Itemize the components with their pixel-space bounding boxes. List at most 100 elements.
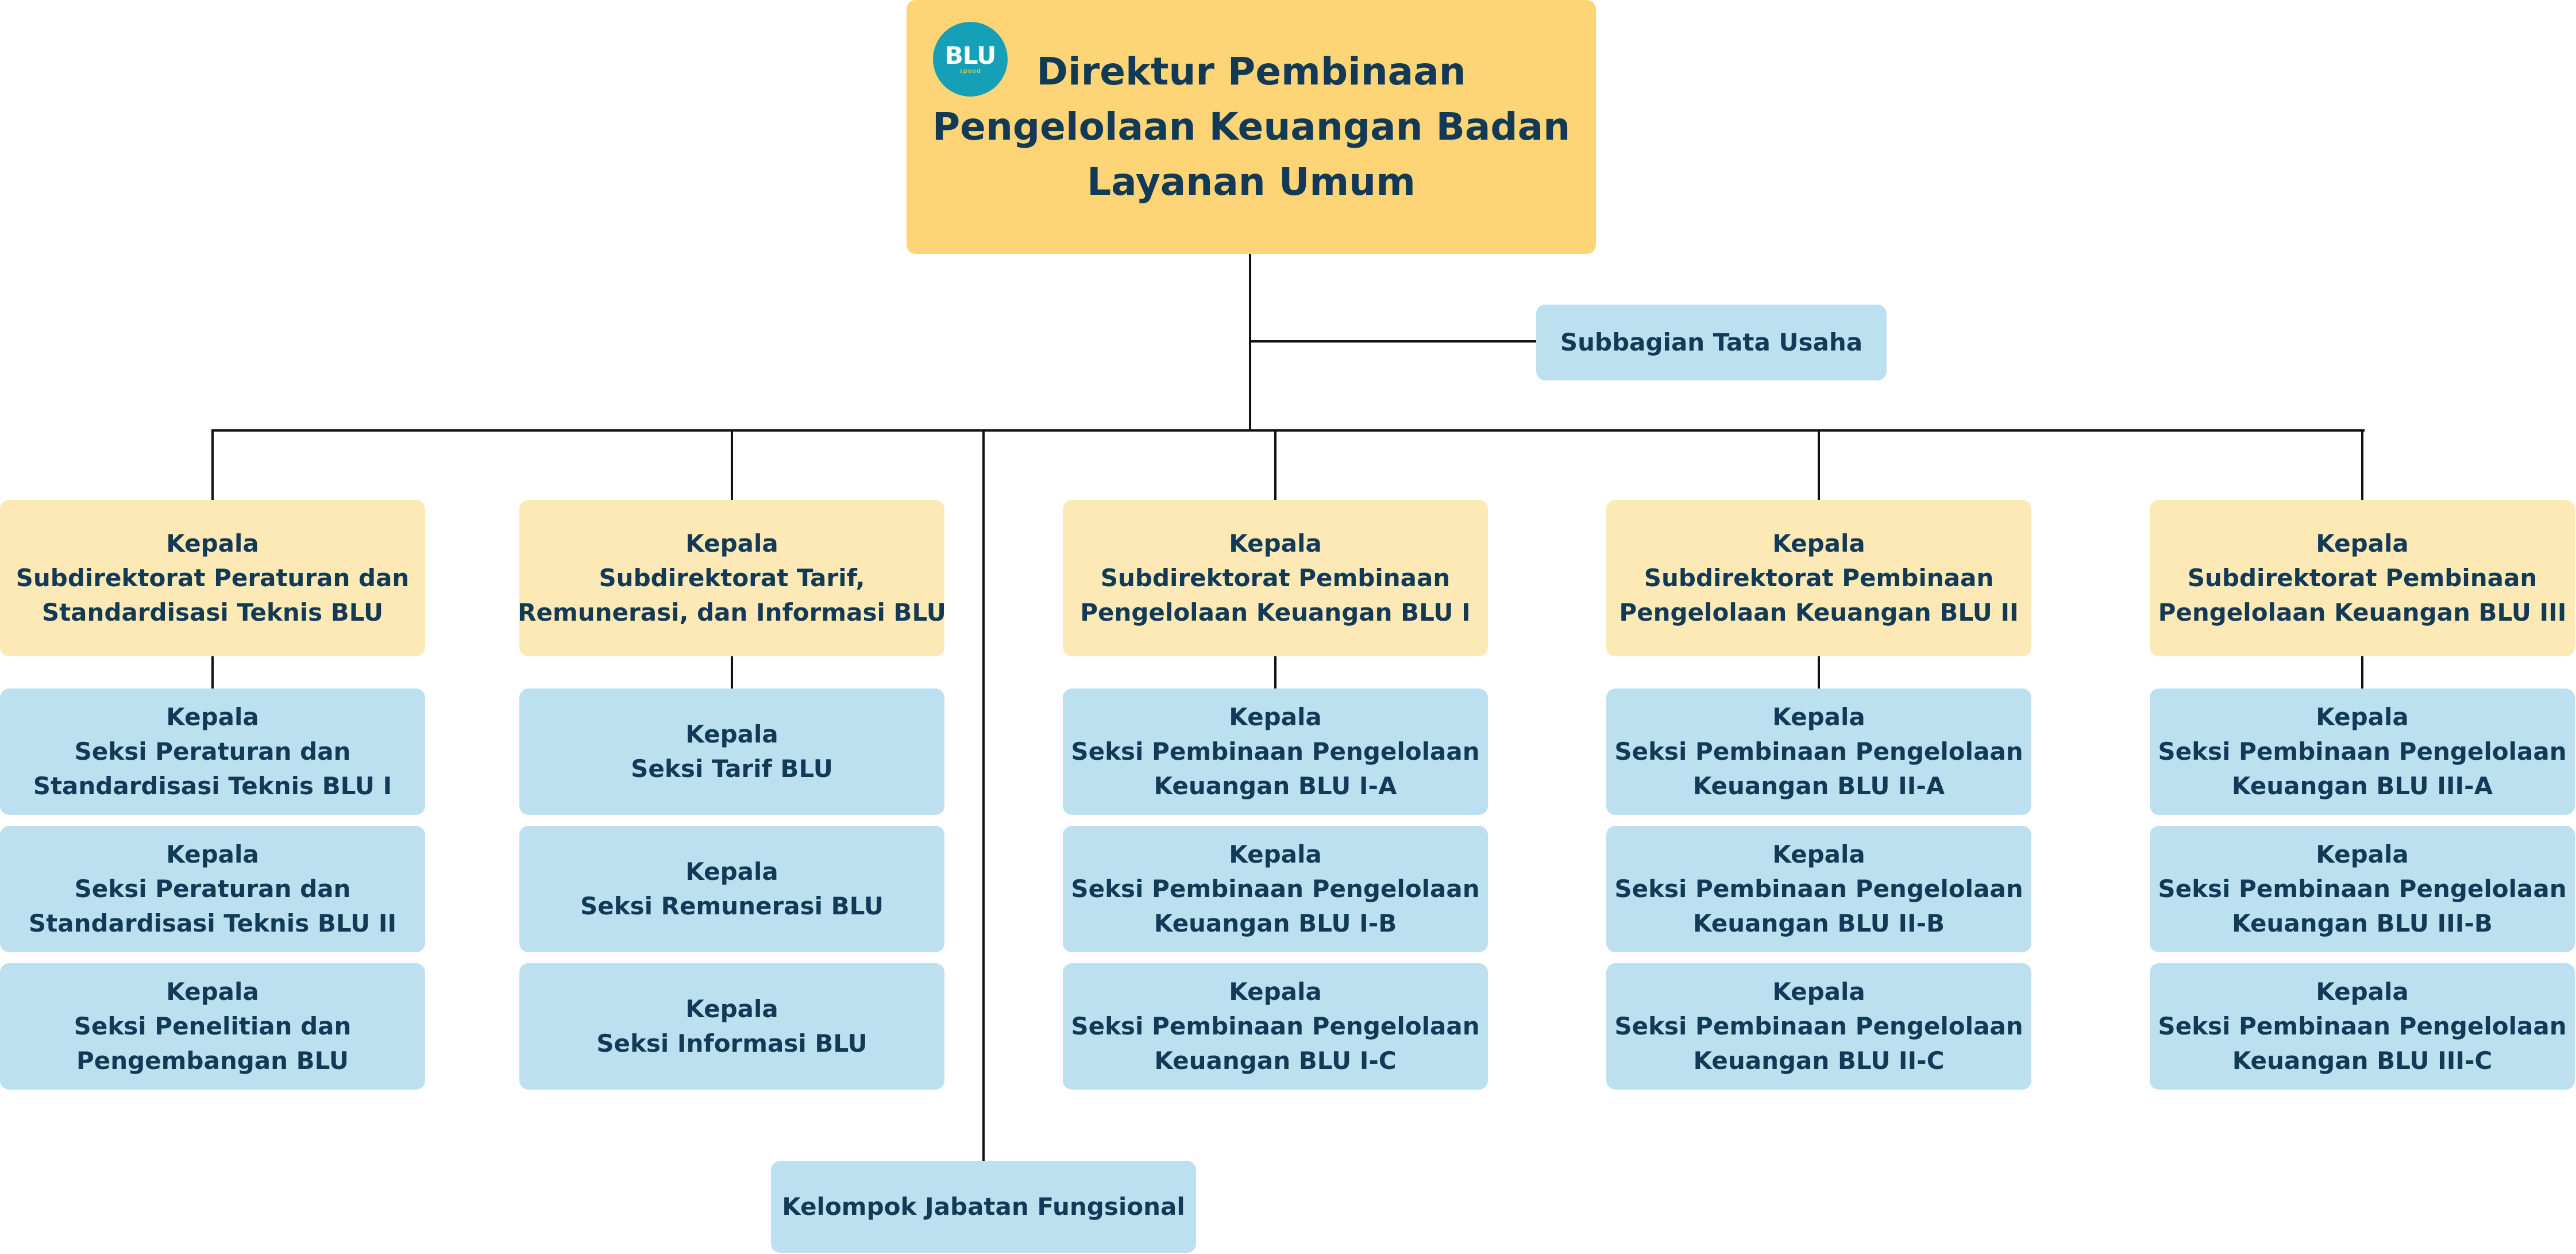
section-box-1-1: Kepala Seksi Peraturan dan Standardisasi… — [0, 688, 425, 815]
section-line: Kepala — [2316, 978, 2409, 1006]
section-line: Kepala — [166, 978, 259, 1006]
section-line: Kepala — [1772, 978, 1865, 1006]
section-line: Keuangan BLU II-A — [1692, 772, 1945, 800]
subdirectorate-2-line-2: Subdirektorat Tarif, — [599, 564, 865, 592]
subdirectorate-3-line-1: Kepala — [1229, 529, 1322, 557]
section-line: Seksi Tarif BLU — [631, 755, 833, 783]
section-line: Seksi Pembinaan Pengelolaan — [1071, 875, 1480, 903]
section-line: Seksi Peraturan dan — [74, 875, 351, 903]
connector-col-3-section — [1274, 655, 1277, 688]
section-box-1-2: Kepala Seksi Peraturan dan Standardisasi… — [0, 826, 425, 952]
section-box-3-1: Kepala Seksi Pembinaan Pengelolaan Keuan… — [1063, 688, 1488, 815]
section-box-1-3: Kepala Seksi Penelitian dan Pengembangan… — [0, 963, 425, 1090]
connector-col-1-drop — [211, 429, 214, 500]
section-box-5-3: Kepala Seksi Pembinaan Pengelolaan Keuan… — [2150, 963, 2575, 1090]
subdirectorate-2-line-1: Kepala — [685, 529, 778, 557]
section-line: Standardisasi Teknis BLU I — [33, 772, 392, 800]
section-line: Seksi Pembinaan Pengelolaan — [2158, 737, 2567, 766]
section-box-4-3: Kepala Seksi Pembinaan Pengelolaan Keuan… — [1606, 963, 2031, 1090]
subdirectorate-2-line-3: Remunerasi, dan Informasi BLU — [518, 598, 946, 626]
connector-col-5-section — [2361, 655, 2363, 688]
section-line: Seksi Pembinaan Pengelolaan — [1071, 1012, 1480, 1040]
section-line: Seksi Pembinaan Pengelolaan — [2158, 875, 2567, 903]
subdirectorate-box-2: Kepala Subdirektorat Tarif, Remunerasi, … — [518, 500, 946, 656]
connector-col-2-drop — [731, 429, 733, 500]
section-line: Seksi Pembinaan Pengelolaan — [1614, 1012, 2023, 1040]
director-box: Direktur Pembinaan Pengelolaan Keuangan … — [907, 0, 1596, 254]
subdirectorate-3-line-2: Subdirektorat Pembinaan — [1100, 564, 1451, 592]
section-line: Seksi Remunerasi BLU — [580, 892, 884, 920]
connector-col-4-section — [1818, 655, 1820, 688]
section-line: Seksi Pembinaan Pengelolaan — [1071, 737, 1480, 766]
director-line-2: Pengelolaan Keuangan Badan — [932, 105, 1571, 149]
section-line: Pengembangan BLU — [76, 1047, 349, 1075]
section-line: Keuangan BLU II-C — [1693, 1047, 1945, 1075]
subdirectorate-5-line-1: Kepala — [2316, 529, 2409, 557]
connector-kelompok-drop — [982, 429, 985, 1161]
section-box-3-2: Kepala Seksi Pembinaan Pengelolaan Keuan… — [1063, 826, 1488, 952]
section-box-2-2: Kepala Seksi Remunerasi BLU — [519, 826, 944, 952]
section-line: Keuangan BLU III-B — [2232, 909, 2493, 937]
connector-col-3-drop — [1274, 429, 1277, 500]
connector-col-2-section — [731, 655, 733, 688]
section-box-5-1: Kepala Seksi Pembinaan Pengelolaan Keuan… — [2150, 688, 2575, 815]
section-line: Keuangan BLU I-A — [1154, 772, 1397, 800]
section-line: Standardisasi Teknis BLU II — [28, 909, 397, 937]
director-line-1: Direktur Pembinaan — [1036, 49, 1466, 94]
section-line: Seksi Pembinaan Pengelolaan — [1614, 737, 2023, 766]
connector-subbagian — [1250, 340, 1536, 343]
section-line: Seksi Pembinaan Pengelolaan — [1614, 875, 2023, 903]
section-line: Kepala — [1772, 703, 1865, 731]
subbagian-label: Subbagian Tata Usaha — [1560, 328, 1863, 356]
subdirectorate-4-line-3: Pengelolaan Keuangan BLU II — [1619, 598, 2019, 626]
section-line: Keuangan BLU III-C — [2232, 1047, 2493, 1075]
subdirectorate-box-3: Kepala Subdirektorat Pembinaan Pengelola… — [1063, 500, 1488, 656]
section-line: Seksi Pembinaan Pengelolaan — [2158, 1012, 2567, 1040]
section-line: Kepala — [685, 995, 778, 1023]
subdirectorate-5-line-3: Pengelolaan Keuangan BLU III — [2158, 598, 2567, 626]
section-line: Kepala — [1772, 840, 1865, 868]
section-box-5-2: Kepala Seksi Pembinaan Pengelolaan Keuan… — [2150, 826, 2575, 952]
section-line: Seksi Informasi BLU — [596, 1029, 867, 1057]
section-line: Keuangan BLU I-B — [1154, 909, 1397, 937]
subdirectorate-box-1: Kepala Subdirektorat Peraturan dan Stand… — [0, 500, 425, 656]
connector-col-1-section — [211, 655, 214, 688]
section-line: Kepala — [166, 840, 259, 868]
director-line-3: Layanan Umum — [1087, 160, 1416, 204]
blu-logo: BLU speed — [933, 22, 1008, 97]
logo-main-text: BLU — [944, 41, 996, 70]
section-line: Kepala — [2316, 703, 2409, 731]
subdirectorate-1-line-3: Standardisasi Teknis BLU — [41, 598, 384, 626]
section-line: Kepala — [1229, 978, 1322, 1006]
section-line: Kepala — [166, 703, 259, 731]
section-line: Kepala — [1229, 840, 1322, 868]
section-box-3-3: Kepala Seksi Pembinaan Pengelolaan Keuan… — [1063, 963, 1488, 1090]
section-line: Keuangan BLU II-B — [1692, 909, 1945, 937]
kelompok-box: Kelompok Jabatan Fungsional — [771, 1161, 1196, 1253]
subdirectorate-4-line-1: Kepala — [1772, 529, 1865, 557]
subdirectorate-4-line-2: Subdirektorat Pembinaan — [1644, 564, 1994, 592]
section-line: Kepala — [2316, 840, 2409, 868]
section-box-4-1: Kepala Seksi Pembinaan Pengelolaan Keuan… — [1606, 688, 2031, 815]
kelompok-label: Kelompok Jabatan Fungsional — [782, 1193, 1185, 1221]
section-line: Keuangan BLU III-A — [2231, 772, 2493, 800]
logo-sub-text: speed — [959, 67, 982, 75]
connector-col-4-drop — [1818, 429, 1820, 500]
subdirectorate-5-line-2: Subdirektorat Pembinaan — [2187, 564, 2538, 592]
section-line: Kepala — [685, 720, 778, 748]
subbagian-box: Subbagian Tata Usaha — [1536, 305, 1887, 380]
section-line: Seksi Peraturan dan — [74, 737, 351, 766]
subdirectorate-box-5: Kepala Subdirektorat Pembinaan Pengelola… — [2150, 500, 2575, 656]
subdirectorate-box-4: Kepala Subdirektorat Pembinaan Pengelola… — [1606, 500, 2031, 656]
connector-col-5-drop — [2361, 429, 2363, 500]
subdirectorate-1-line-2: Subdirektorat Peraturan dan — [16, 564, 410, 592]
section-box-2-1: Kepala Seksi Tarif BLU — [519, 688, 944, 815]
section-line: Seksi Penelitian dan — [74, 1012, 352, 1040]
section-box-2-3: Kepala Seksi Informasi BLU — [519, 963, 944, 1090]
section-box-4-2: Kepala Seksi Pembinaan Pengelolaan Keuan… — [1606, 826, 2031, 952]
section-line: Keuangan BLU I-C — [1154, 1047, 1397, 1075]
section-line: Kepala — [1229, 703, 1322, 731]
subdirectorate-3-line-3: Pengelolaan Keuangan BLU I — [1080, 598, 1471, 626]
section-line: Kepala — [685, 857, 778, 886]
